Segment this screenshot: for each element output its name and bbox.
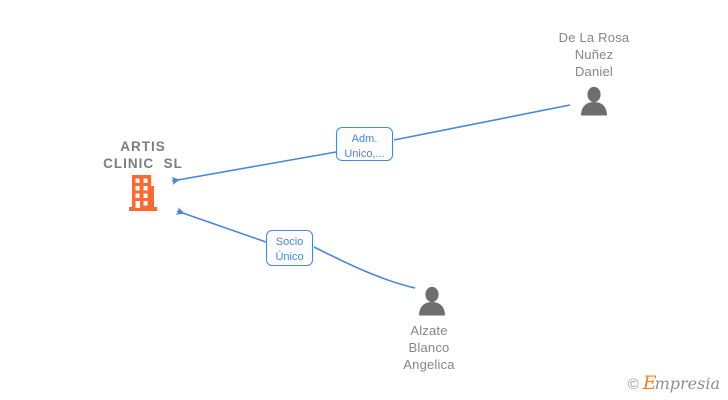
relation-adm-line1: Adm. [351, 133, 378, 145]
company-name-label: ARTIS CLINIC SL [80, 138, 206, 172]
relation-socio-line1: Socio [275, 236, 304, 248]
person-icon[interactable] [577, 86, 611, 116]
brand-initial: E [642, 372, 657, 394]
brand-name: mpresia [654, 374, 720, 393]
person1-name-line3: Daniel [574, 64, 614, 79]
relation-label-adm-unico[interactable]: Adm. Unico,... [336, 127, 393, 161]
edge-person1-to-adm [393, 104, 571, 141]
edge-person2-to-socio [313, 246, 416, 289]
empresia-watermark: © Empresia [628, 374, 720, 394]
copyright-icon: © [627, 375, 639, 393]
person-icon[interactable] [415, 286, 449, 316]
person2-name-line3: Angelica [403, 357, 455, 372]
company-name-line2: CLINIC SL [103, 156, 183, 171]
company-name-line1: ARTIS [120, 139, 166, 154]
person1-name-line1: De La Rosa [558, 30, 630, 45]
person1-name-line2: Nuñez [574, 47, 614, 62]
relation-adm-line2: Unico,... [344, 148, 385, 160]
person2-name-line2: Blanco [408, 340, 450, 355]
building-icon[interactable] [128, 175, 158, 212]
relation-socio-line2: Único [275, 251, 304, 263]
edge-socio-to-company [175, 207, 267, 243]
edge-adm-to-company [171, 151, 337, 185]
person2-name-line1: Alzate [410, 323, 448, 338]
